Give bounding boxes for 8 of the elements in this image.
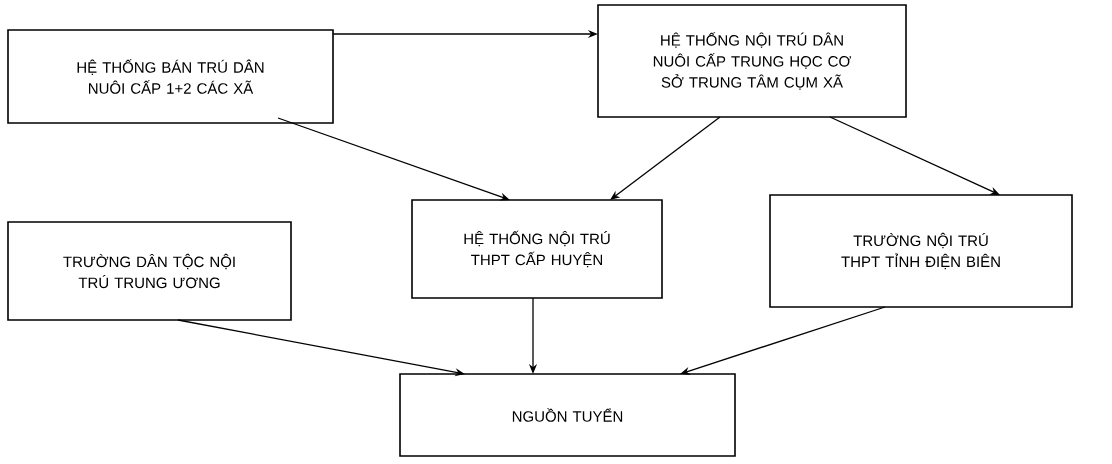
process-box: NGUỒN TUYỂN xyxy=(399,373,736,457)
arrow xyxy=(829,116,1000,195)
process-box: HỆ THỐNG BÁN TRÚ DÂN NUÔI CẤP 1+2 CÁC XÃ xyxy=(7,29,334,124)
process-box: TRƯỜNG NỘI TRÚ THPT TỈNH ĐIỆN BIÊN xyxy=(769,194,1073,308)
process-box: HỆ THỐNG NỘI TRÚ THPT CẤP HUYỆN xyxy=(411,199,663,299)
process-box: TRƯỜNG DÂN TỘC NỘI TRÚ TRUNG ƯƠNG xyxy=(7,221,292,321)
arrow xyxy=(610,116,721,200)
process-box: HỆ THỐNG NỘI TRÚ DÂN NUÔI CẤP TRUNG HỌC CƠ SỞ TRUNG TÂM CỤM XÃ xyxy=(597,4,907,118)
